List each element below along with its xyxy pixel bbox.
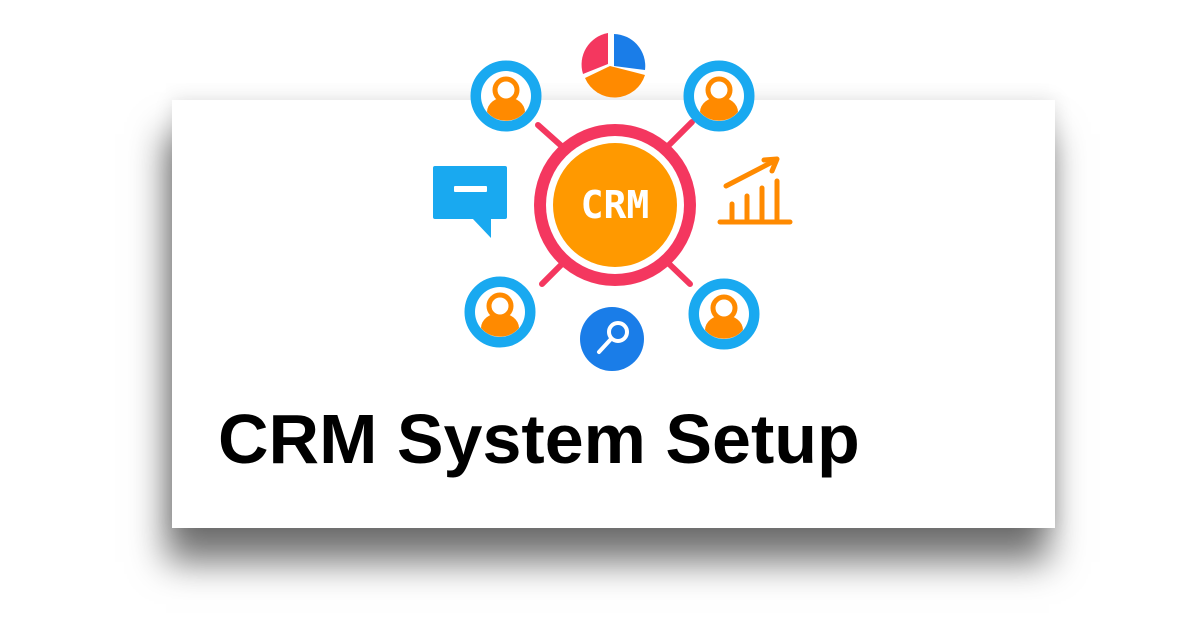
chat-bubble-icon — [433, 166, 507, 238]
page-title: CRM System Setup — [218, 400, 860, 478]
user-icon — [688, 278, 760, 350]
crm-illustration: CRM — [433, 33, 793, 371]
user-icon — [464, 276, 536, 348]
user-icon — [683, 60, 755, 132]
bar-chart-icon — [717, 156, 793, 225]
hub-label: CRM — [581, 183, 650, 227]
pie-chart-icon — [581, 33, 646, 98]
search-icon — [580, 307, 644, 371]
crm-hub-icon: CRM — [534, 124, 696, 286]
user-icon — [470, 60, 542, 132]
